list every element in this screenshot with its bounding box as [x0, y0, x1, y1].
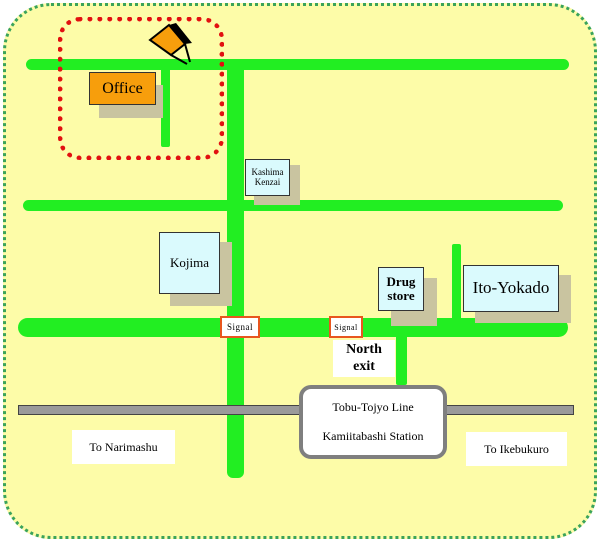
station-line-name: Tobu-Tojyo Line [332, 400, 414, 414]
ito-yokado-label: Ito-Yokado [463, 265, 559, 312]
railway-tobu-tojyo [18, 405, 574, 415]
to-narimashu-label: To Narimashu [72, 430, 175, 464]
kojima-label: Kojima [159, 232, 220, 294]
to-ikebukuro-label: To Ikebukuro [466, 432, 567, 466]
road-east-spur [452, 244, 461, 322]
kashima-kenzai-label: Kashima Kenzai [245, 159, 290, 196]
signal-east: Signal [329, 316, 363, 338]
road-north-exit [396, 335, 407, 385]
kamiitabashi-station: Tobu-Tojyo Line Kamiitabashi Station [299, 385, 447, 459]
north-exit-label: North exit [333, 340, 395, 377]
office-label: Office [89, 72, 156, 105]
road-middle [23, 200, 563, 211]
road-north [26, 59, 569, 70]
station-name: Kamiitabashi Station [322, 429, 424, 443]
drug-store-label: Drug store [378, 267, 424, 311]
road-office-spur [161, 66, 170, 147]
office-highlight-outline [58, 17, 224, 160]
signal-west: Signal [220, 316, 260, 338]
road-central [227, 60, 244, 478]
office-marker-icon [148, 23, 192, 65]
